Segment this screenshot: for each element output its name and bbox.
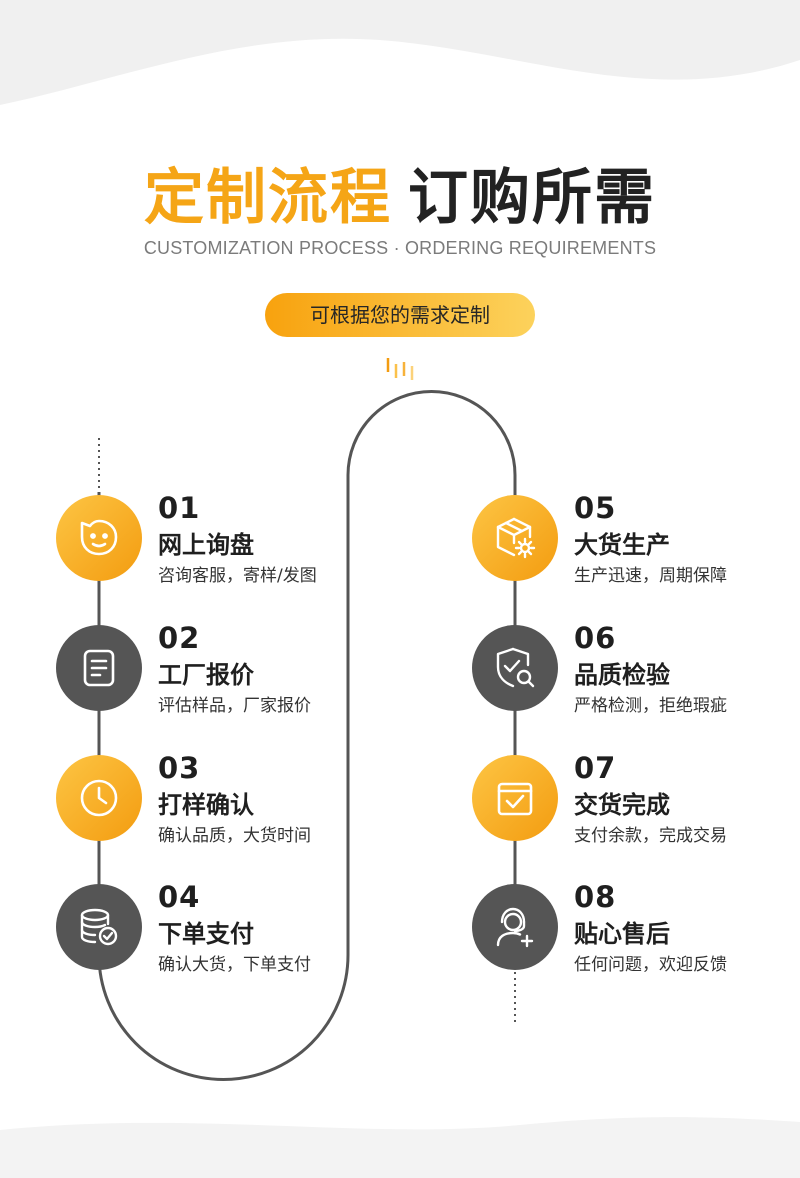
step-description: 生产迅速，周期保障	[574, 566, 727, 586]
step-06: 06 品质检验 严格检测，拒绝瑕疵	[472, 621, 772, 725]
step-02: 02 工厂报价 评估样品，厂家报价	[56, 621, 356, 725]
step-description: 支付余款，完成交易	[574, 826, 727, 846]
step-title: 交货完成	[574, 791, 670, 819]
step-03-icon-circle	[56, 755, 142, 841]
step-number: 02	[158, 621, 201, 655]
step-description: 咨询客服，寄样/发图	[158, 566, 317, 586]
page-title: 定制流程订购所需	[0, 158, 800, 238]
step-01: 01 网上询盘 咨询客服，寄样/发图	[56, 491, 356, 595]
step-description: 任何问题，欢迎反馈	[574, 955, 727, 975]
step-number: 05	[574, 491, 617, 525]
step-01-icon-circle	[56, 495, 142, 581]
custom-pill-badge: 可根据您的需求定制	[265, 293, 535, 337]
step-03: 03 打样确认 确认品质，大货时间	[56, 751, 356, 855]
step-08-icon-circle	[472, 884, 558, 970]
step-title: 下单支付	[158, 920, 254, 948]
step-number: 01	[158, 491, 201, 525]
title-highlight: 定制流程	[144, 163, 392, 233]
headset-support-icon	[496, 907, 534, 948]
step-description: 确认大货，下单支付	[158, 955, 311, 975]
step-title: 打样确认	[158, 791, 254, 819]
clock-icon	[80, 779, 118, 817]
bottom-wave-background	[0, 1117, 800, 1178]
step-number: 07	[574, 751, 617, 785]
top-wave-background	[0, 0, 800, 105]
step-07-icon-circle	[472, 755, 558, 841]
title-main: 订购所需	[408, 163, 656, 233]
step-title: 大货生产	[574, 531, 670, 559]
step-description: 评估样品，厂家报价	[158, 696, 311, 716]
step-description: 严格检测，拒绝瑕疵	[574, 696, 727, 716]
step-description: 确认品质，大货时间	[158, 826, 311, 846]
step-04-icon-circle	[56, 884, 142, 970]
step-title: 工厂报价	[158, 661, 254, 689]
step-number: 04	[158, 880, 201, 914]
step-05: 05 大货生产 生产迅速，周期保障	[472, 491, 772, 595]
page-subtitle: CUSTOMIZATION PROCESS · ORDERING REQUIRE…	[143, 238, 657, 258]
step-title: 贴心售后	[574, 920, 670, 948]
step-number: 08	[574, 880, 617, 914]
step-08: 08 贴心售后 任何问题，欢迎反馈	[472, 880, 772, 984]
step-04: 04 下单支付 确认大货，下单支付	[56, 880, 356, 984]
step-title: 网上询盘	[158, 531, 254, 559]
chat-face-icon	[80, 519, 118, 556]
step-06-icon-circle	[472, 625, 558, 711]
step-title: 品质检验	[574, 661, 670, 689]
step-number: 06	[574, 621, 617, 655]
box-gear-icon	[496, 517, 536, 559]
coins-check-icon	[80, 908, 118, 946]
step-number: 03	[158, 751, 201, 785]
decorative-ticks	[386, 358, 414, 380]
step-07: 07 交货完成 支付余款，完成交易	[472, 751, 772, 855]
step-05-icon-circle	[472, 495, 558, 581]
box-check-icon	[497, 782, 533, 816]
step-02-icon-circle	[56, 625, 142, 711]
document-icon	[83, 649, 115, 687]
shield-search-icon	[496, 647, 535, 688]
